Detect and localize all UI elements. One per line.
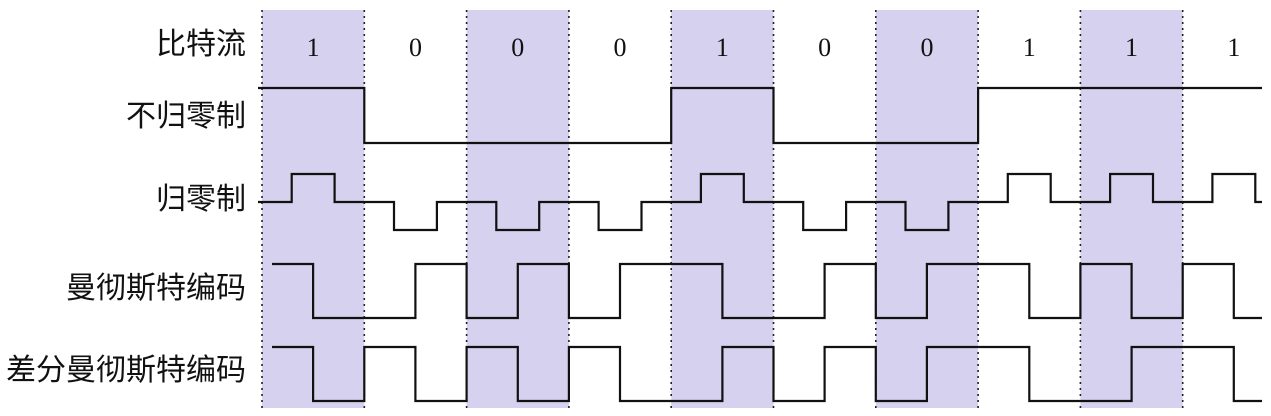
label-rz: 归零制 [156, 182, 246, 217]
shading-layer [262, 10, 1183, 408]
bit-value-label: 0 [409, 33, 422, 62]
bit-value-label: 0 [511, 33, 524, 62]
shaded-bit-cell [262, 10, 365, 408]
shaded-bit-cell [875, 10, 979, 408]
label-manchester: 曼彻斯特编码 [66, 271, 246, 306]
bit-value-label: 1 [716, 33, 729, 62]
bit-value-label: 0 [920, 33, 933, 62]
shaded-bit-cell [1080, 10, 1183, 408]
bit-value-label: 1 [1023, 33, 1036, 62]
bit-value-label: 1 [1227, 33, 1240, 62]
shaded-bit-cell [671, 10, 774, 408]
bit-value-label: 0 [614, 33, 627, 62]
bit-value-label: 0 [818, 33, 831, 62]
nrz-waveform [258, 86, 1262, 145]
rz-waveform [258, 172, 1262, 232]
bit-value-label: 1 [1125, 33, 1138, 62]
differential-manchester-waveform [272, 345, 1262, 403]
label-diff-manchester: 差分曼彻斯特编码 [6, 353, 246, 388]
bit-labels-layer: 1 0 0 0 1 0 0 1 1 1 [307, 33, 1241, 62]
label-nrz: 不归零制 [126, 99, 246, 134]
label-bitstream: 比特流 [156, 27, 246, 62]
shaded-bit-cell [466, 10, 569, 408]
manchester-waveform [272, 262, 1262, 320]
waveforms-layer [258, 86, 1262, 403]
bit-value-label: 1 [307, 33, 320, 62]
gridlines-layer [261, 10, 1184, 410]
